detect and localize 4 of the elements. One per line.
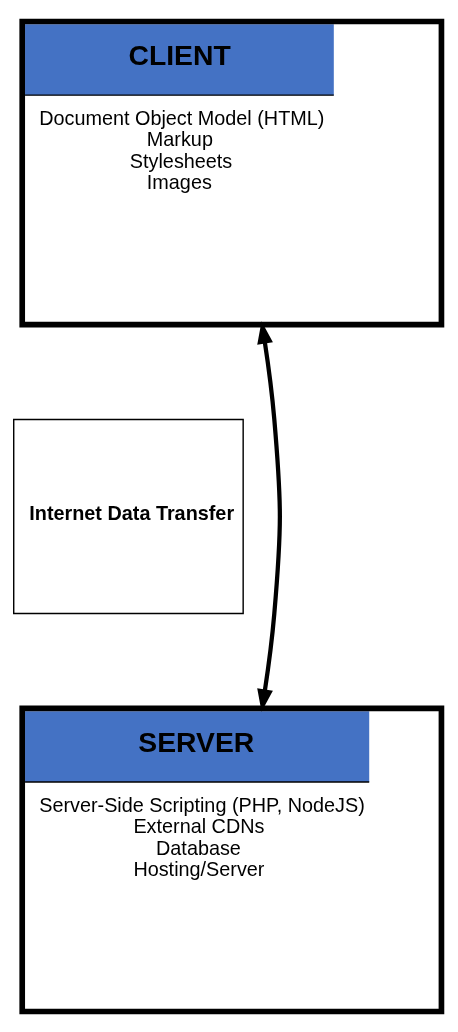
arrow: [257, 320, 282, 712]
node-box: CLIENT Document Object Model (HTML) Markup Stylesheets Images: [19, 18, 445, 327]
node-box: Internet Data Transfer: [13, 418, 244, 614]
node-box: SERVER Server-Side Scripting (PHP, NodeJS) External CDNs Database Hosting/Server: [19, 705, 445, 1014]
